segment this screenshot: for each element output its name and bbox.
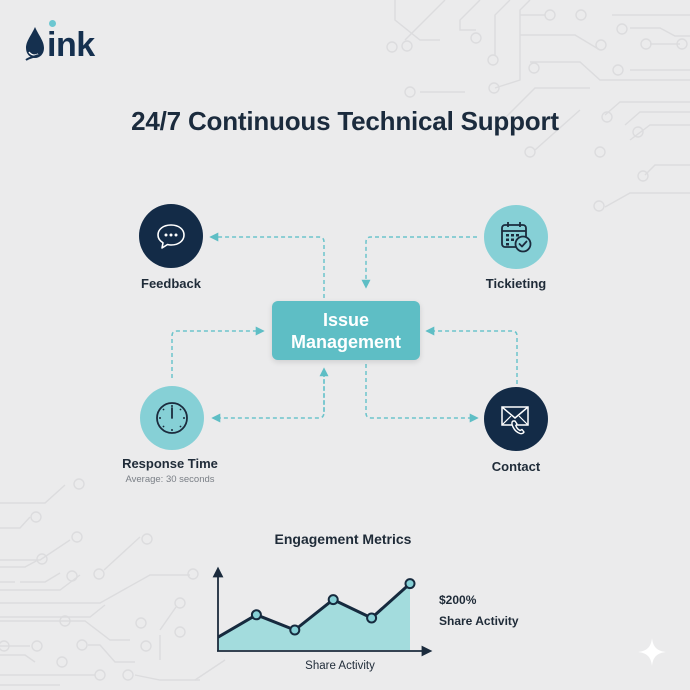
calendar-check-icon	[501, 222, 532, 253]
node-ticketing-label: Tickieting	[485, 276, 547, 291]
chart-point	[366, 612, 378, 624]
logo-text: ink	[47, 26, 95, 64]
node-response-time[interactable]	[140, 386, 204, 450]
chart-line	[217, 582, 412, 639]
chart-point	[327, 594, 339, 606]
hub-label-line1: Issue	[322, 309, 370, 330]
chart-point	[404, 578, 416, 590]
chart-area	[218, 583, 410, 650]
node-contact-label: Contact	[491, 459, 541, 474]
node-response-time-sublabel: Average: 30 seconds	[125, 474, 215, 485]
stat-value: $200%	[439, 593, 477, 607]
node-feedback[interactable]	[139, 204, 203, 268]
envelope-phone-icon	[501, 406, 529, 435]
issue-management-hub[interactable]: Issue Management	[272, 301, 420, 360]
node-response-time-label: Response Time	[122, 456, 218, 471]
node-ticketing[interactable]	[484, 205, 548, 269]
sparkle-icon	[638, 638, 666, 666]
node-contact[interactable]	[484, 387, 548, 451]
chart-point	[289, 624, 301, 636]
page-title: 24/7 Continuous Technical Support	[131, 106, 559, 136]
logo-dot	[49, 20, 56, 27]
chart-title: Engagement Metrics	[274, 531, 412, 547]
node-feedback-label: Feedback	[141, 276, 201, 291]
chat-bubble-icon	[157, 224, 185, 249]
ink-drop-icon	[25, 27, 44, 61]
hub-label-line2: Management	[290, 331, 402, 352]
stat-label: Share Activity	[439, 614, 519, 628]
ink-logo[interactable]: ink	[24, 20, 95, 64]
x-axis-label: Share Activity	[305, 660, 375, 672]
chart-point	[250, 609, 262, 621]
clock-icon	[156, 402, 188, 434]
